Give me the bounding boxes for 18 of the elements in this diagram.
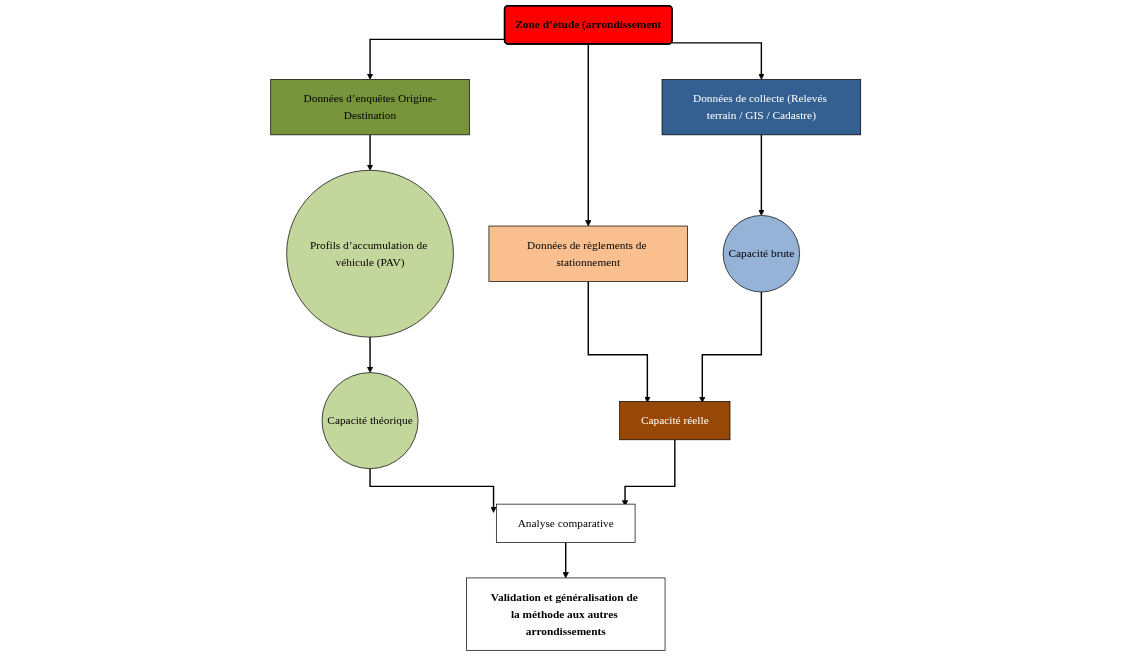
- node-box: Données d’enquêtes Origine-Destination: [270, 79, 470, 136]
- arrow: [369, 467, 497, 513]
- node-circle: Capacité théorique: [321, 372, 419, 469]
- arrow: [587, 280, 651, 403]
- node-box: Données de règlements de stationnement: [488, 225, 688, 282]
- arrow: [670, 42, 765, 80]
- node-circle: Profils d’accumulation de véhicule (PAV): [286, 169, 454, 338]
- node-box: Analyse comparative: [495, 503, 636, 543]
- arrow: [584, 43, 592, 227]
- arrow: [562, 541, 569, 579]
- node-circle: Capacité brute: [722, 215, 800, 293]
- node-box: Validation et généralisation de la méthode aux autres arrondissements: [465, 577, 666, 651]
- node-box: Capacité réelle: [619, 401, 731, 441]
- arrow: [366, 336, 373, 373]
- arrow: [698, 291, 762, 403]
- arrow: [366, 134, 373, 171]
- arrow: [758, 134, 765, 216]
- node-box: Données de collecte (Relevés terrain / GIS / Cadastre): [661, 79, 861, 136]
